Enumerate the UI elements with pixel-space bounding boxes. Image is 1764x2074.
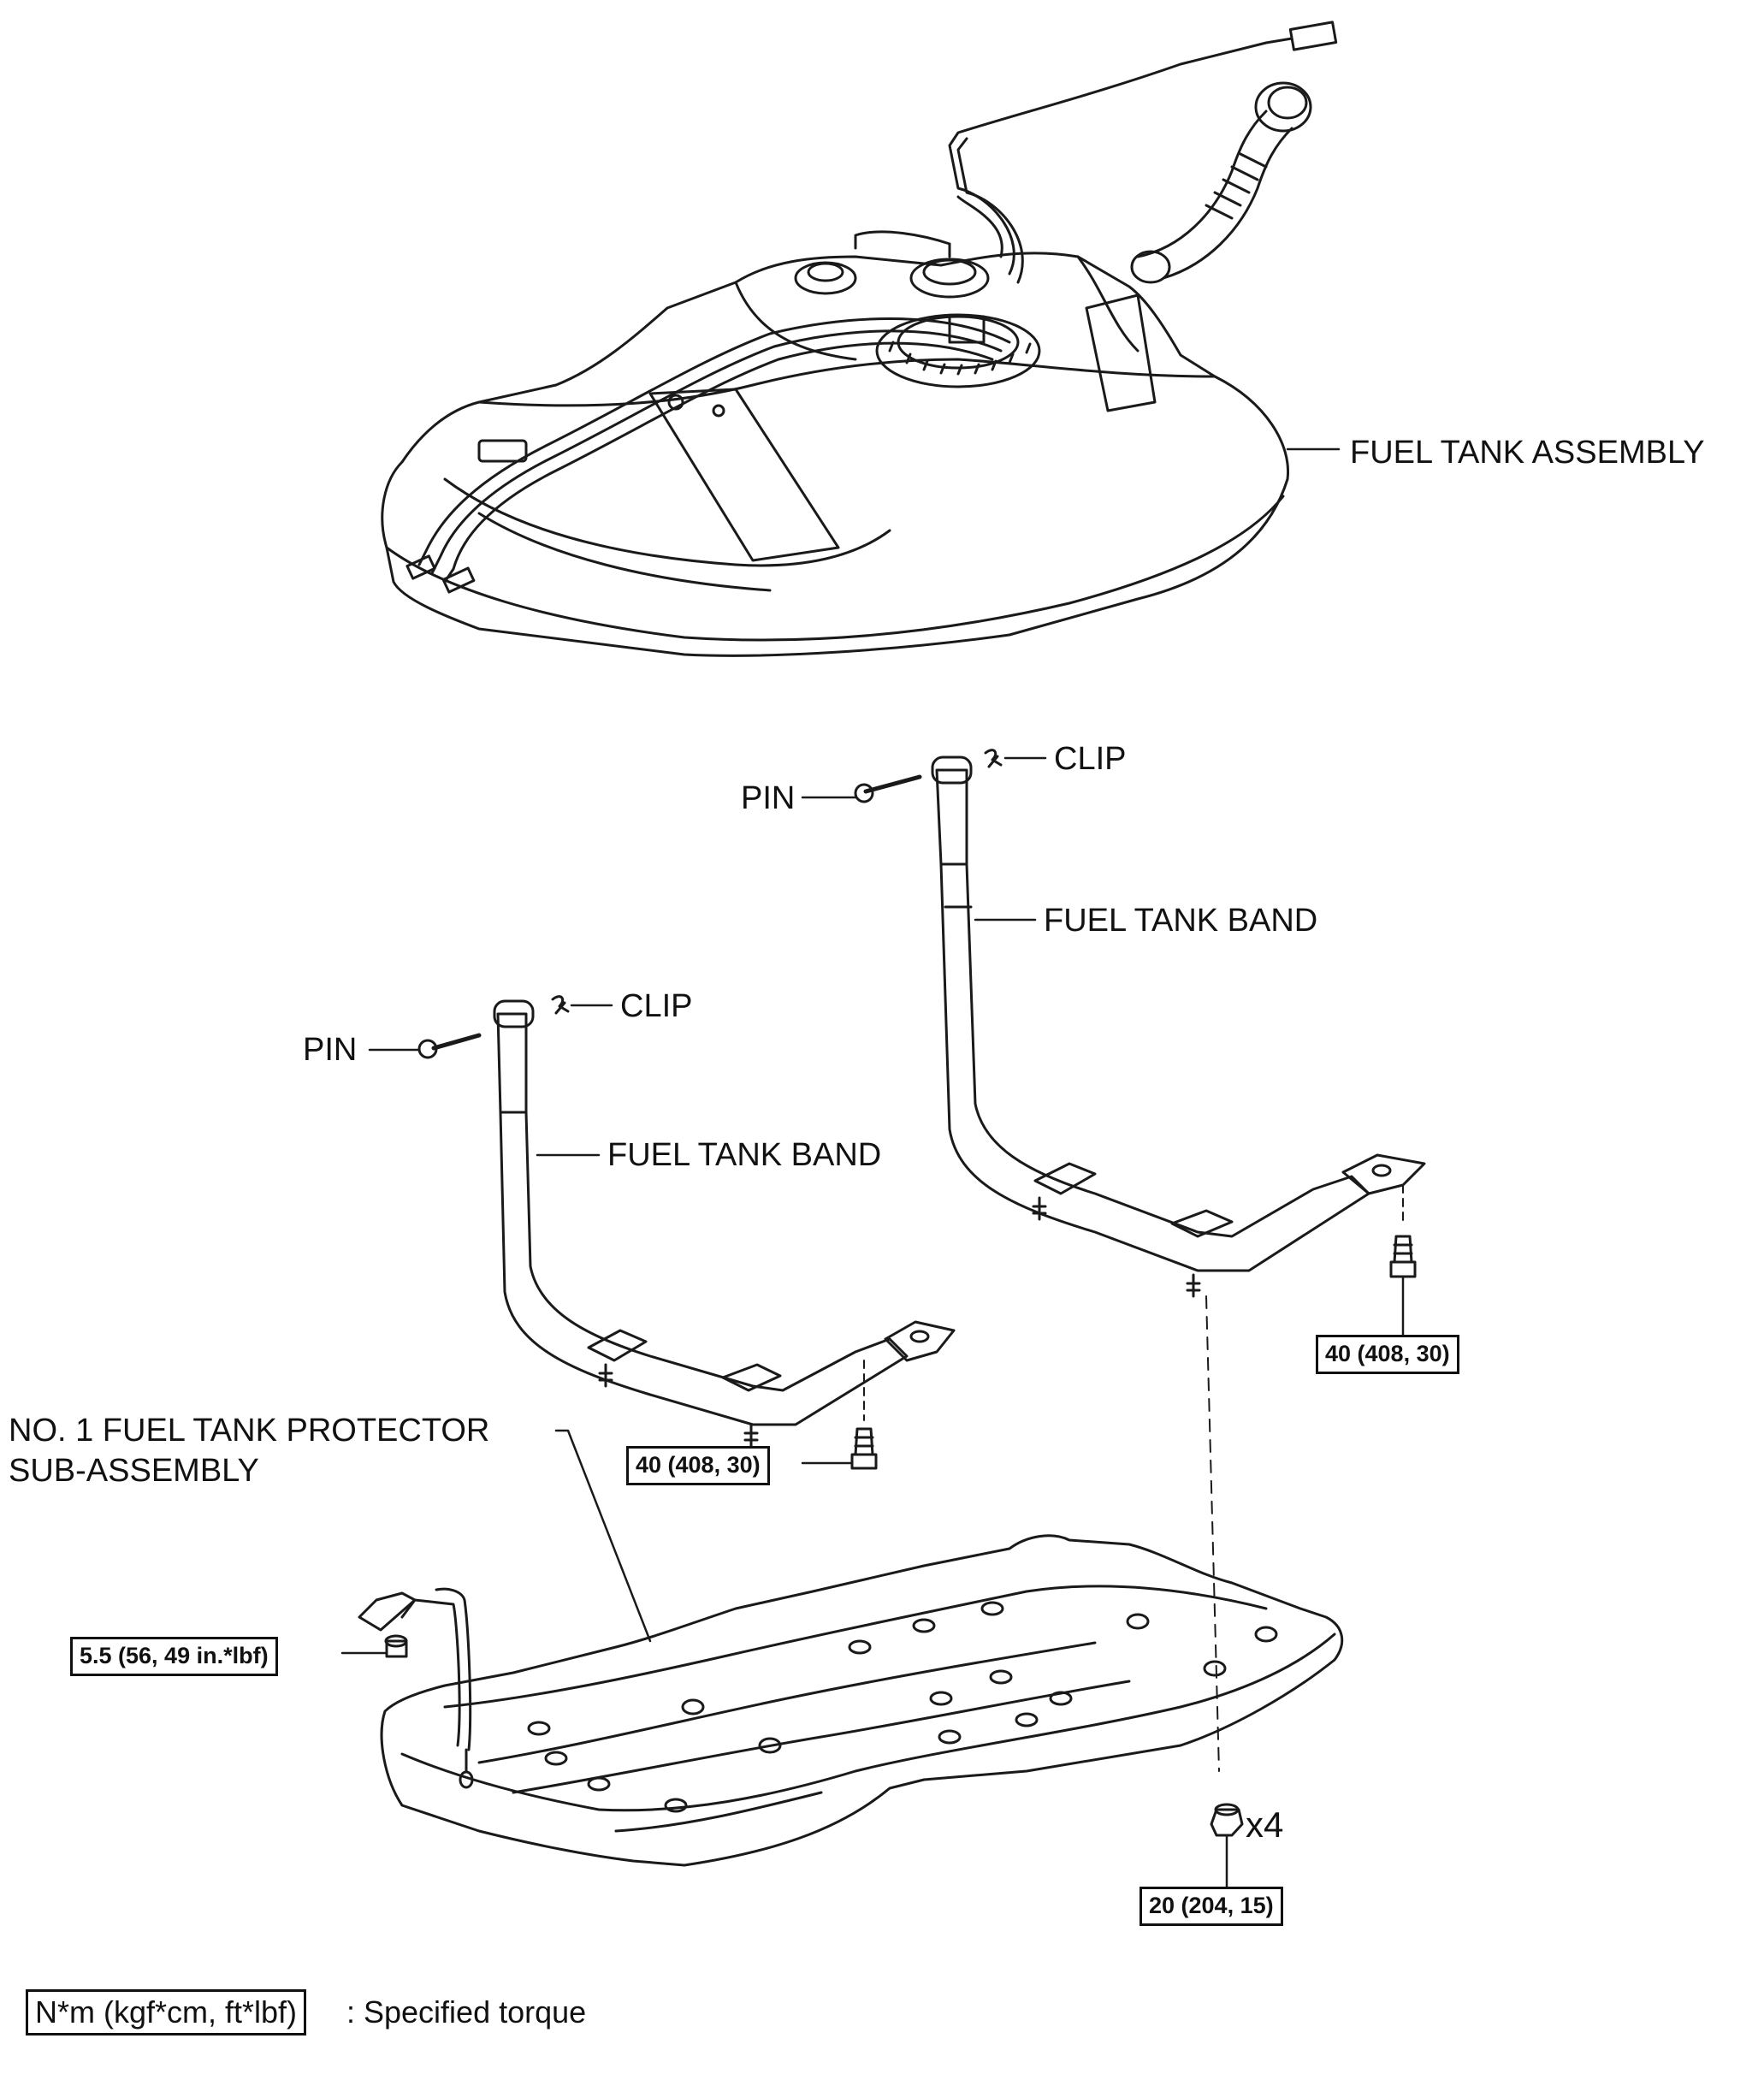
left-fuel-tank-band-label: FUEL TANK BAND: [607, 1137, 882, 1173]
protector-label-line1: NO. 1 FUEL TANK PROTECTOR: [9, 1413, 490, 1449]
left-pin-label: PIN: [303, 1032, 358, 1068]
right-fuel-tank-band-drawing: [801, 749, 1426, 1772]
right-clip-label: CLIP: [1054, 741, 1127, 777]
quantity-x4-label: x4: [1246, 1804, 1284, 1845]
legend-units-box: N*m (kgf*cm, ft*lbf): [26, 1989, 307, 2035]
torque-box-right-band: 40 (408, 30): [1316, 1335, 1459, 1374]
fuel-tank-drawing: [381, 21, 1341, 657]
protector-label-line2: SUB-ASSEMBLY: [9, 1453, 259, 1489]
protector-holes: [527, 1601, 1278, 1813]
fuel-tank-assembly-label: FUEL TANK ASSEMBLY: [1350, 435, 1705, 471]
left-clip-label: CLIP: [620, 988, 693, 1024]
fuel-tank-protector-drawing: [340, 1429, 1344, 1888]
torque-box-left-band: 40 (408, 30): [626, 1446, 770, 1485]
torque-box-protector-bolts: 20 (204, 15): [1139, 1887, 1283, 1926]
torque-box-protector-nut: 5.5 (56, 49 in.*lbf): [70, 1637, 278, 1676]
right-pin-label: PIN: [741, 780, 796, 816]
legend-description: : Specified torque: [346, 1994, 587, 2030]
left-fuel-tank-band-drawing: [368, 995, 956, 1470]
right-fuel-tank-band-label: FUEL TANK BAND: [1044, 903, 1318, 939]
